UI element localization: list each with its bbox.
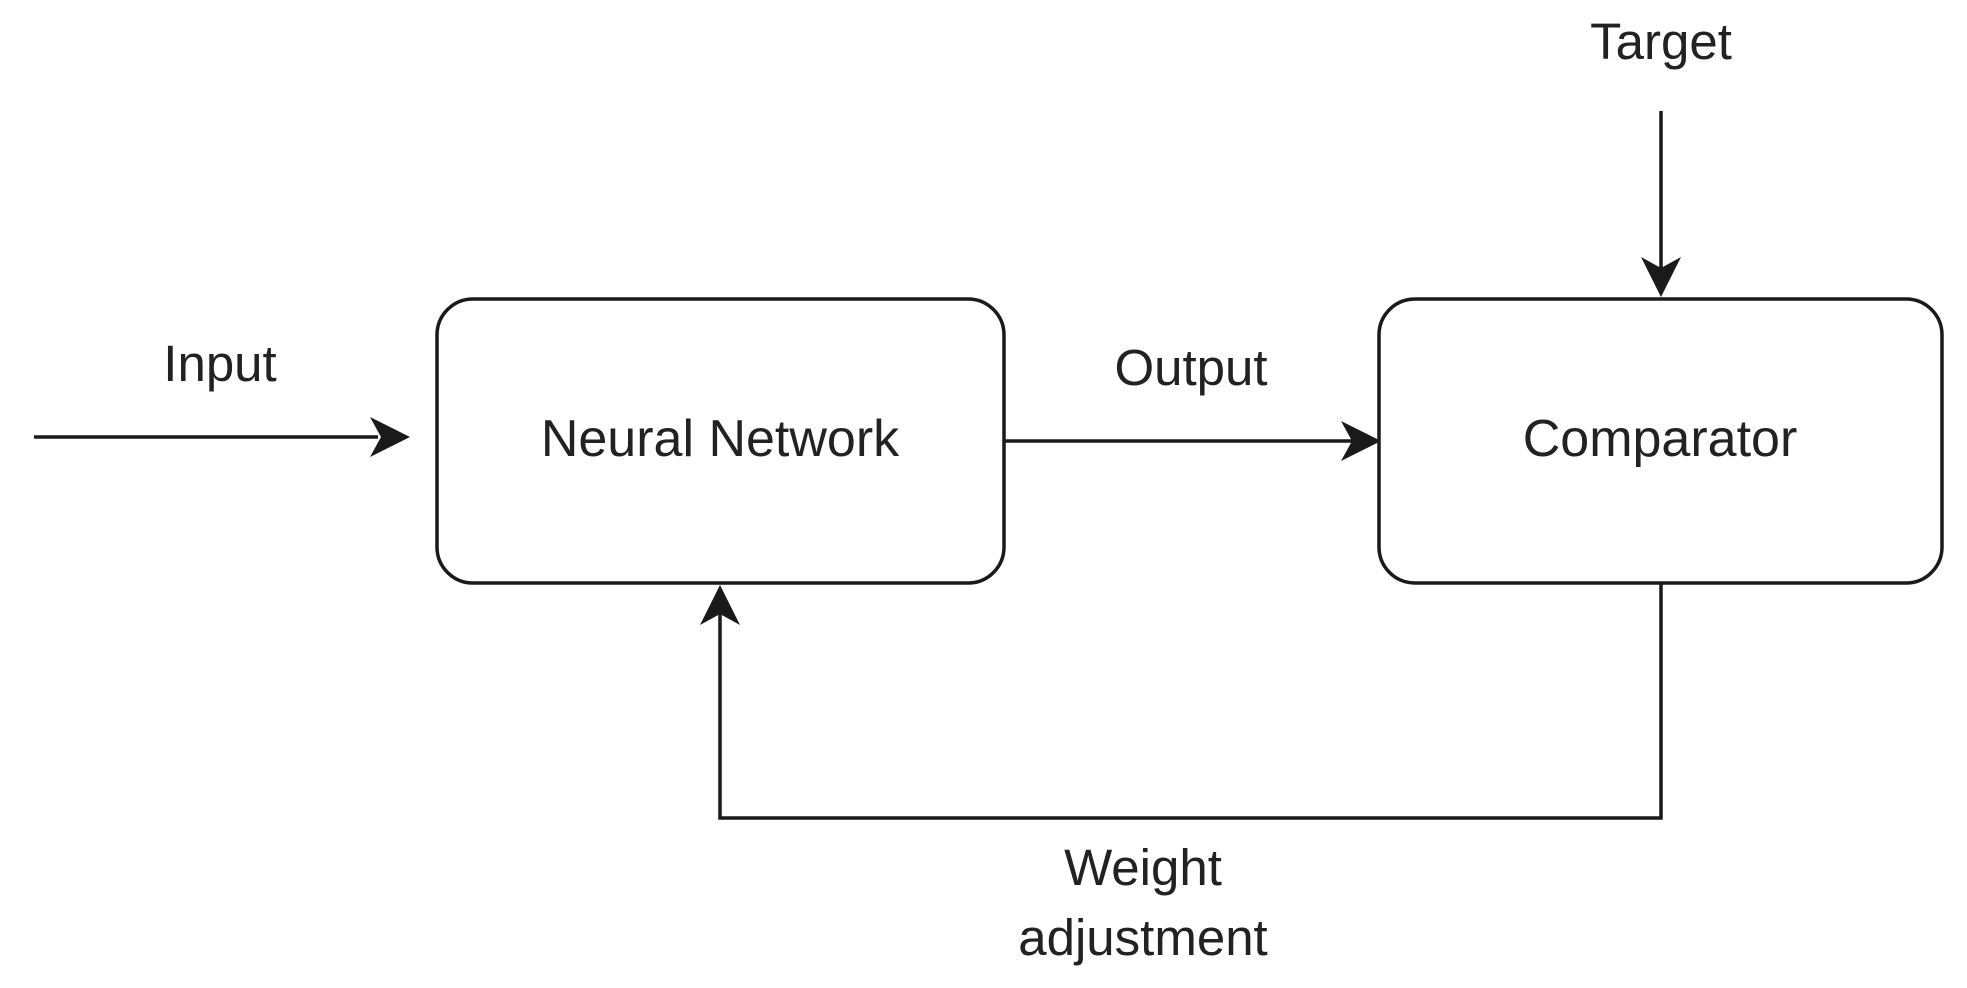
neural-network-node: Neural Network bbox=[435, 297, 1006, 585]
weight-adjustment-edge: Weight adjustment bbox=[700, 583, 1663, 966]
target-arrowhead bbox=[1641, 257, 1681, 297]
weight-adjustment-line bbox=[718, 583, 1663, 820]
target-edge: Target bbox=[1590, 13, 1732, 297]
target-label: Target bbox=[1590, 13, 1732, 70]
output-arrowhead bbox=[1341, 421, 1381, 461]
weight-adjustment-label-line1: Weight bbox=[1064, 839, 1222, 896]
weight-adjustment-label-line2: adjustment bbox=[1018, 909, 1267, 966]
input-arrowhead bbox=[370, 417, 410, 457]
comparator-label: Comparator bbox=[1523, 410, 1798, 468]
input-label: Input bbox=[163, 335, 276, 392]
output-label: Output bbox=[1114, 339, 1267, 396]
comparator-node: Comparator bbox=[1377, 297, 1944, 585]
neural-network-label: Neural Network bbox=[541, 410, 900, 468]
weight-adjustment-arrowhead bbox=[700, 585, 740, 625]
output-edge: Output bbox=[1004, 339, 1381, 461]
input-edge: Input bbox=[34, 335, 410, 457]
